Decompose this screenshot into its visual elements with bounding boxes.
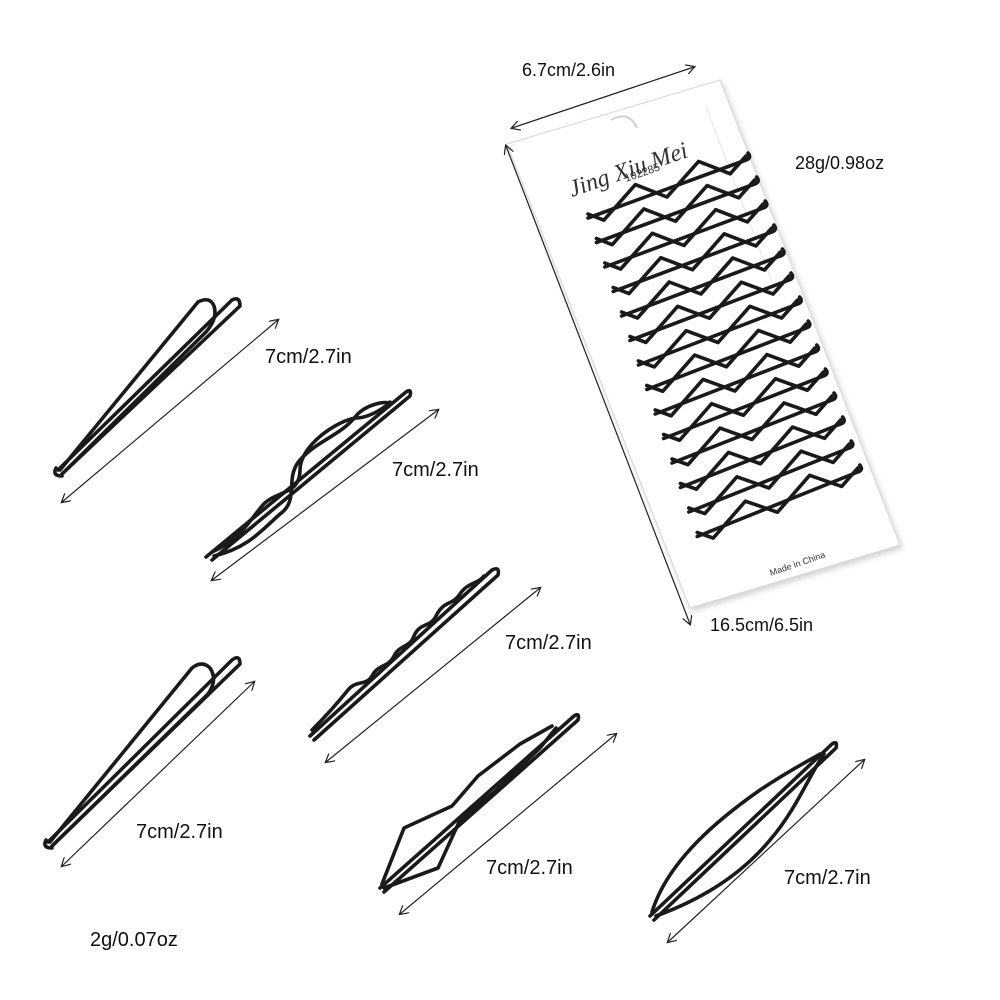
pin-2-length-label: 7cm/2.7in (392, 459, 479, 481)
card-pin-back-wire (678, 415, 846, 490)
card-pin-back-wire (670, 391, 838, 465)
card-pin-back-wire (594, 175, 760, 245)
card-pin-back-wire (603, 199, 769, 269)
card-weight-label: 28g/0.98oz (795, 153, 885, 173)
pin-6-dimension (668, 760, 864, 942)
card-pin-back-wire (628, 271, 795, 343)
hairpin-2 (204, 388, 438, 580)
card-pin-back-wire (653, 343, 821, 416)
card-pin-back-wire (586, 151, 752, 220)
card-pin-back-wire (645, 319, 812, 392)
pin-5-length-label: 7cm/2.7in (486, 857, 573, 879)
card-pin-back-wire (687, 439, 855, 514)
pin-3-dimension (326, 588, 540, 762)
card-pin-back-wire (611, 223, 778, 294)
pin-4-length-label: 7cm/2.7in (136, 821, 223, 843)
card-width-dimension (512, 67, 694, 128)
hairpin-4 (43, 655, 254, 866)
hairpin-5 (378, 712, 616, 914)
hairpin-1 (53, 297, 278, 502)
hairpin-3 (308, 567, 540, 762)
card-pin-back-wire (619, 247, 786, 318)
pin-1-length-label: 7cm/2.7in (265, 346, 352, 368)
card-pin-back-wire (636, 295, 803, 367)
pin-5-dimension (400, 734, 616, 914)
pin-4-dimension (62, 682, 254, 866)
pin-6-length-label: 7cm/2.7in (784, 867, 871, 889)
card-height-dimension (506, 146, 690, 624)
pin-3-length-label: 7cm/2.7in (505, 632, 592, 654)
card-pin-back-wire (661, 367, 829, 441)
pin-1-dimension (62, 320, 278, 502)
pin-weight-label: 2g/0.07oz (90, 929, 178, 951)
card-width-label: 6.7cm/2.6in (522, 60, 616, 80)
hairpin-6 (648, 740, 864, 942)
card-pin-back-wire (695, 463, 864, 539)
card-height-label: 16.5cm/6.5in (710, 615, 814, 635)
pin-2-dimension (212, 410, 438, 580)
